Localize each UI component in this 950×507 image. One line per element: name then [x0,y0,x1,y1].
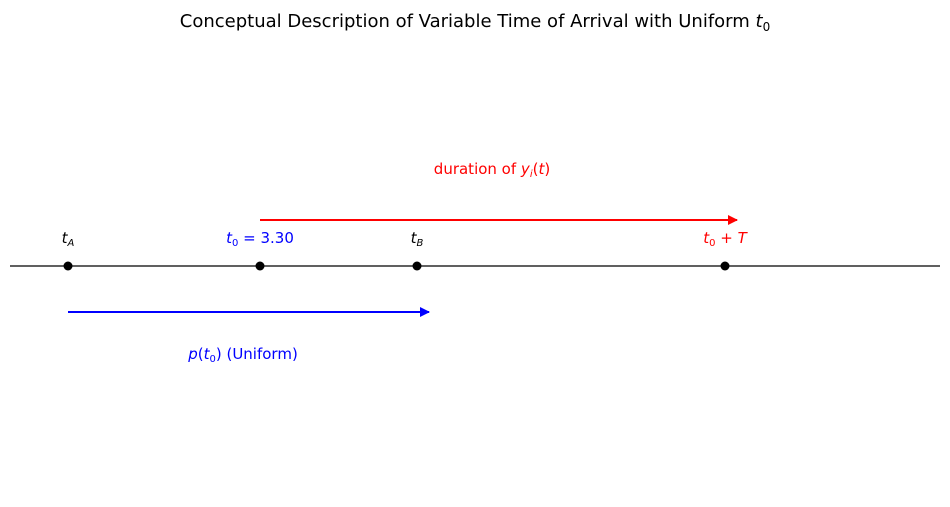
label-t-0-plus-t: t0 + T [703,229,748,249]
point-t-b [412,261,422,271]
point-t-a [63,261,73,271]
label-uniform: p(t0) (Uniform) [187,345,298,365]
label-t-b: tB [411,229,424,249]
point-t-0 [255,261,265,271]
label-t-0: t0 = 3.30 [226,229,294,249]
label-t-a: tA [62,229,75,249]
label-duration: duration of yi(t) [434,160,550,180]
diagram-title: Conceptual Description of Variable Time … [180,11,770,34]
point-t-0-plus-t [720,261,730,271]
